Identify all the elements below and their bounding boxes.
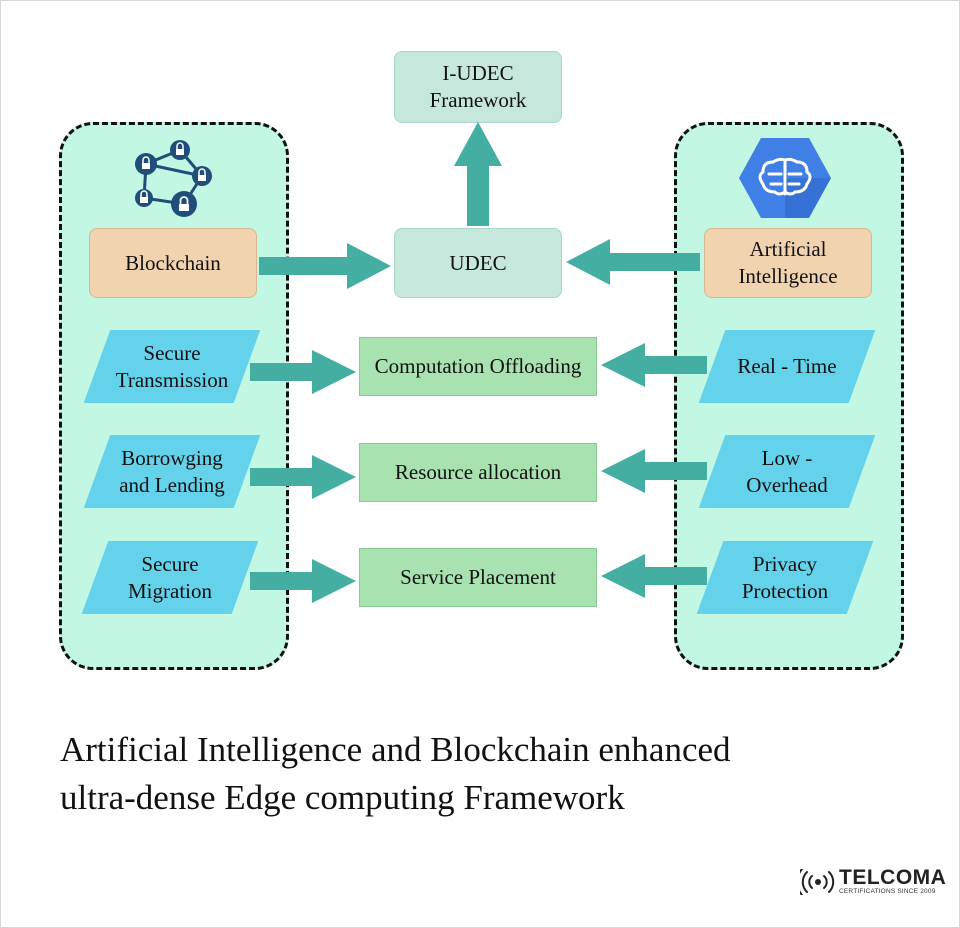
ai-brain-icon — [739, 138, 831, 218]
artificial-intelligence-box: Artificial Intelligence — [704, 228, 872, 298]
logo-tagline: CERTIFICATIONS SINCE 2009 — [839, 888, 936, 895]
right-arrow-2 — [601, 449, 707, 493]
right-item-3: Privacy Protection — [696, 541, 874, 614]
caption-line-2: ultra-dense Edge computing Framework — [60, 778, 625, 817]
resource-allocation-box: Resource allocation — [359, 443, 597, 502]
left-item-1: Secure Transmission — [83, 330, 261, 403]
blockchain-network-icon — [135, 140, 212, 217]
left-item-3-label: Secure Migration — [128, 551, 212, 603]
left-item-1-label: Secure Transmission — [115, 340, 229, 392]
right-arrow-3 — [601, 554, 707, 598]
right-arrow-1 — [601, 343, 707, 387]
left-item-2: Borrowging and Lending — [83, 435, 261, 508]
i-udec-framework-box: I-UDEC Framework — [394, 51, 562, 123]
left-arrow-3 — [250, 559, 356, 603]
right-item-1: Real - Time — [698, 330, 876, 403]
logo-name: TELCOMA — [839, 866, 947, 889]
udec-box: UDEC — [394, 228, 562, 298]
right-item-1-label: Real - Time — [737, 354, 837, 378]
ai-to-udec-arrow — [566, 239, 700, 285]
up-arrow — [454, 122, 502, 226]
diagram-caption: Artificial Intelligence and Blockchain e… — [60, 726, 900, 822]
right-item-2-label: Low - Overhead — [746, 445, 828, 497]
left-item-3: Secure Migration — [81, 541, 259, 614]
service-placement-box: Service Placement — [359, 548, 597, 607]
left-arrow-2 — [250, 455, 356, 499]
computation-offloading-box: Computation Offloading — [359, 337, 597, 396]
broadcast-icon — [800, 868, 835, 895]
blockchain-box: Blockchain — [89, 228, 257, 298]
left-arrow-1 — [250, 350, 356, 394]
left-item-2-label: Borrowging and Lending — [119, 445, 225, 497]
right-item-2: Low - Overhead — [698, 435, 876, 508]
caption-line-1: Artificial Intelligence and Blockchain e… — [60, 730, 731, 769]
right-item-3-label: Privacy Protection — [741, 551, 829, 603]
blockchain-to-udec-arrow — [259, 243, 391, 289]
telcoma-logo: TELCOMA CERTIFICATIONS SINCE 2009 — [800, 866, 947, 895]
